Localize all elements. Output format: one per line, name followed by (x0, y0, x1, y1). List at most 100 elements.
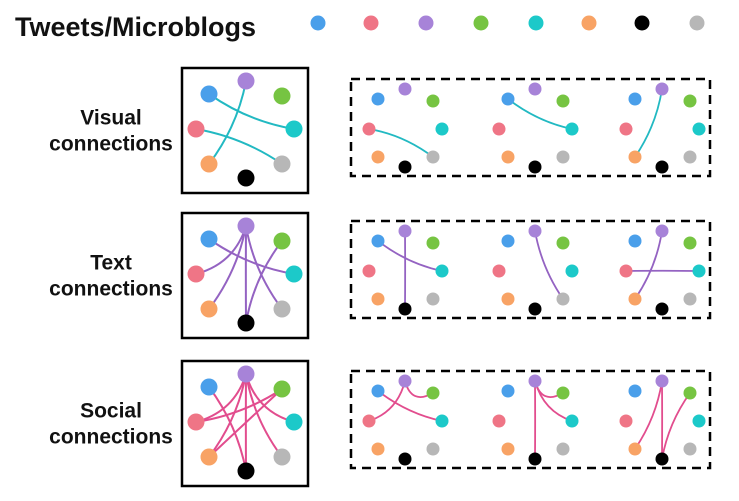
node-blue (501, 384, 515, 398)
node-red (619, 414, 633, 428)
node-blue (200, 85, 218, 103)
node-purple (655, 82, 669, 96)
node-gray (556, 150, 570, 164)
overview-network (187, 72, 303, 187)
edge-purple-gray (245, 373, 283, 458)
node-red (619, 122, 633, 136)
node-purple (237, 72, 255, 90)
node-red (187, 265, 205, 283)
edge-blue-cyan (377, 240, 443, 272)
row-label-line1: Visual (80, 107, 141, 130)
node-gray (683, 150, 697, 164)
legend-dot-green (473, 15, 489, 31)
legend-dot-red (363, 15, 379, 31)
node-cyan (285, 265, 303, 283)
edge-purple-orange (634, 380, 663, 450)
node-purple (398, 82, 412, 96)
node-green (683, 386, 697, 400)
edge-blue-cyan (208, 238, 295, 275)
node-orange (371, 292, 385, 306)
node-blue (200, 230, 218, 248)
node-orange (628, 292, 642, 306)
example-network (492, 82, 579, 174)
edge-green-black (661, 392, 691, 460)
example-network (619, 374, 706, 466)
node-red (187, 413, 205, 431)
node-black (528, 160, 542, 174)
node-purple (655, 224, 669, 238)
node-green (426, 236, 440, 250)
node-gray (556, 442, 570, 456)
node-black (398, 452, 412, 466)
node-green (426, 94, 440, 108)
edge-purple-cyan (534, 380, 573, 422)
node-blue (371, 384, 385, 398)
node-green (426, 386, 440, 400)
edge-purple-orange (208, 373, 247, 458)
example-network (492, 374, 579, 466)
node-gray (273, 300, 291, 318)
edge-green-black (245, 240, 283, 324)
node-orange (628, 442, 642, 456)
node-cyan (692, 122, 706, 136)
node-gray (273, 448, 291, 466)
node-orange (200, 155, 218, 173)
node-blue (628, 92, 642, 106)
node-purple (237, 217, 255, 235)
color-legend (310, 15, 705, 31)
edge-red-gray (195, 128, 283, 165)
node-cyan (565, 122, 579, 136)
node-purple (528, 82, 542, 96)
row-label-line2: connections (49, 426, 173, 449)
node-black (655, 302, 669, 316)
overview-network (187, 217, 303, 332)
edge-blue-cyan (208, 93, 295, 130)
node-orange (628, 150, 642, 164)
example-network (362, 224, 449, 316)
edge-purple-orange (208, 80, 247, 165)
node-gray (426, 292, 440, 306)
examples-box (349, 369, 712, 470)
node-red (187, 120, 205, 138)
node-black (398, 160, 412, 174)
node-orange (371, 150, 385, 164)
node-cyan (692, 264, 706, 278)
node-black (398, 302, 412, 316)
overview-box (180, 359, 310, 488)
edge-purple-gray (245, 225, 283, 310)
node-cyan (565, 264, 579, 278)
node-purple (237, 365, 255, 383)
node-blue (501, 234, 515, 248)
edge-purple-gray (534, 230, 564, 300)
edge-purple-orange (208, 225, 247, 310)
legend-dot-black (634, 15, 650, 31)
node-black (237, 462, 255, 480)
example-network (619, 82, 706, 174)
node-black (237, 314, 255, 332)
node-black (655, 452, 669, 466)
node-purple (398, 224, 412, 238)
node-red (362, 414, 376, 428)
node-cyan (565, 414, 579, 428)
legend-dot-orange (581, 15, 597, 31)
legend-dot-gray (689, 15, 705, 31)
node-blue (628, 384, 642, 398)
edge-purple-orange (634, 88, 663, 158)
node-orange (200, 448, 218, 466)
node-blue (628, 234, 642, 248)
node-cyan (285, 413, 303, 431)
node-orange (501, 442, 515, 456)
node-blue (200, 378, 218, 396)
edge-blue-cyan (377, 390, 443, 422)
overview-box (180, 211, 310, 340)
node-red (492, 122, 506, 136)
node-black (237, 169, 255, 187)
node-red (362, 264, 376, 278)
connection-rows: VisualconnectionsTextconnectionsSocialco… (49, 66, 712, 488)
example-network (362, 82, 449, 174)
node-green (273, 87, 291, 105)
node-blue (501, 92, 515, 106)
node-red (492, 264, 506, 278)
node-orange (501, 150, 515, 164)
